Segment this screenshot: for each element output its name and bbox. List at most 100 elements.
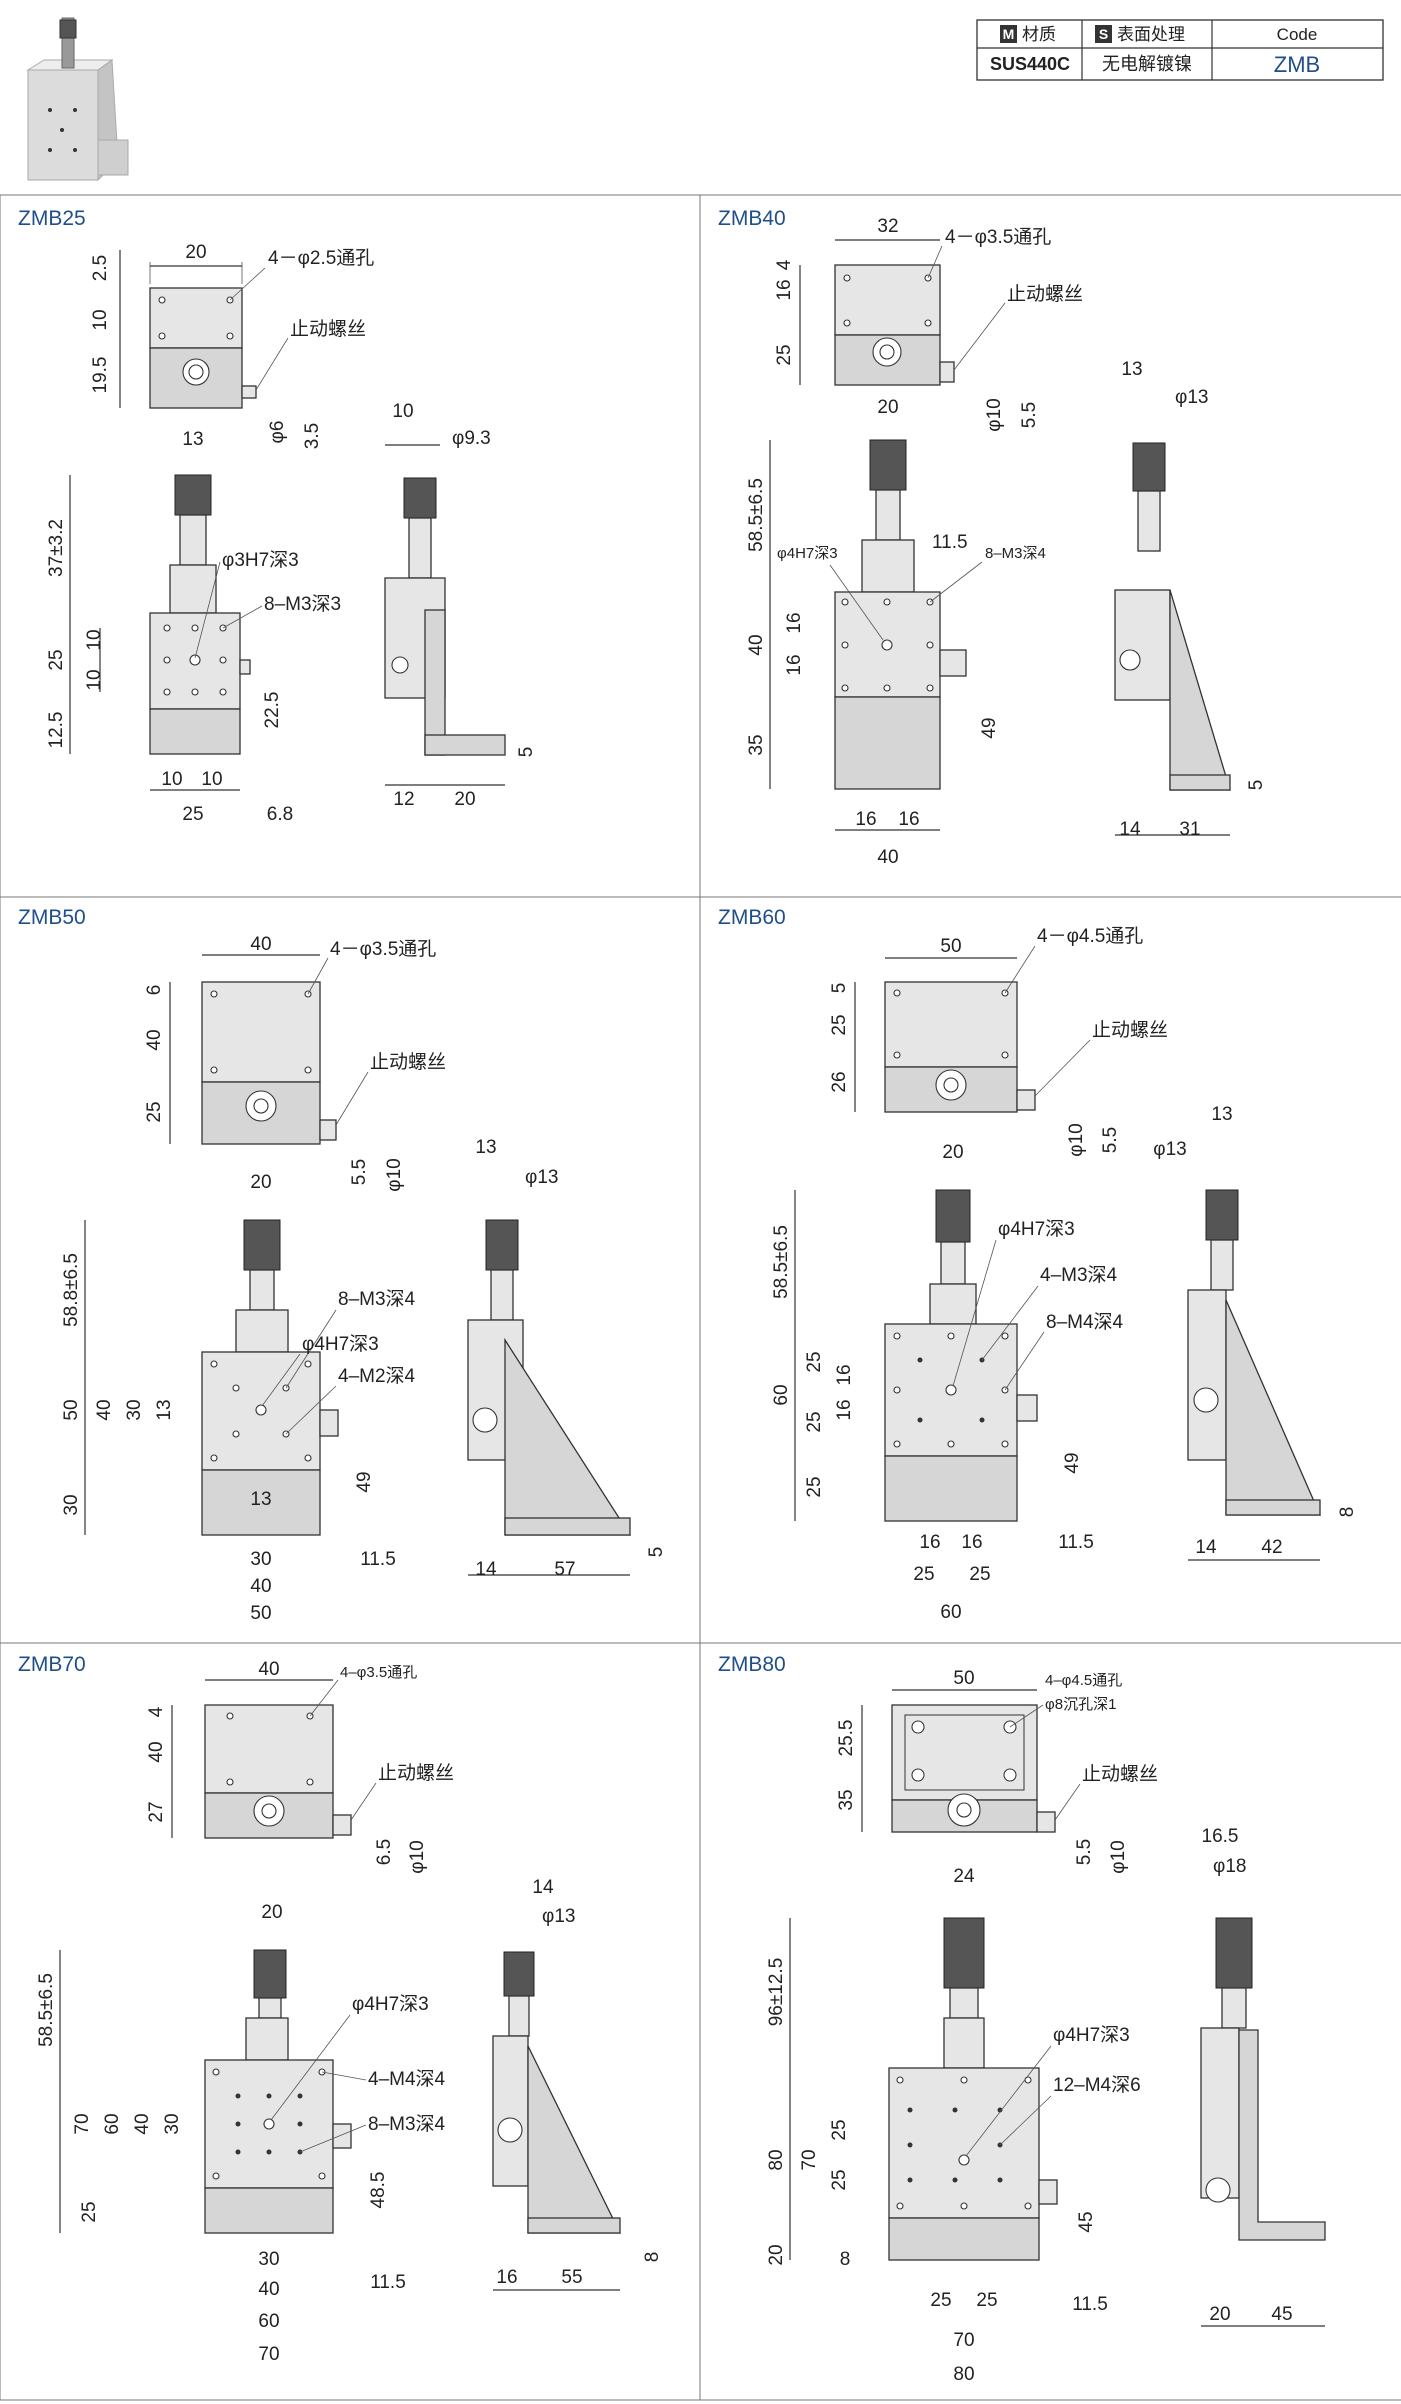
dim-text: 25 (829, 1014, 850, 1035)
hole-note: 4–φ4.5通孔 (1045, 1672, 1122, 1689)
dim-text: 8 (840, 2249, 851, 2270)
dim-text: 16 (855, 809, 876, 830)
front-view (888, 1917, 1058, 2261)
dim-text: 13 (475, 1137, 496, 1158)
dim-text: 30 (250, 1549, 271, 1570)
dim-text: 58.8±6.5 (61, 1253, 82, 1327)
dim-text: 16 (898, 809, 919, 830)
model-title: ZMB80 (718, 1653, 786, 1676)
dim-text: 40 (146, 1741, 167, 1762)
dim-text: 20 (942, 1142, 963, 1163)
front-note: φ3H7深3 (222, 549, 299, 571)
dim-text: 57 (554, 1559, 575, 1580)
front-note: 4–M3深4 (1040, 1264, 1118, 1286)
dim-text: 16 (496, 2267, 517, 2288)
dim-text: 16 (784, 654, 805, 675)
dim-text: φ9.3 (452, 428, 491, 449)
cell-zmb60: ZMB60 50 4－φ4.5通孔 止动螺丝 5 25 26 φ10 5.5 (718, 906, 1358, 1623)
dim-text: 11.5 (360, 1549, 396, 1570)
dim-text: 5.5 (349, 1159, 370, 1185)
front-note: φ4H7深3 (777, 545, 838, 562)
dim-text: 5 (516, 747, 537, 758)
dim-text: 40 (258, 2279, 279, 2300)
dim-text: 49 (979, 717, 1000, 738)
dim-text: 45 (1076, 2211, 1097, 2232)
dim-text: 5.5 (1019, 402, 1040, 428)
front-note: φ4H7深3 (998, 1218, 1075, 1240)
dim-text: 14 (475, 1559, 497, 1580)
dim-text: 16 (784, 612, 805, 633)
top-view (891, 1689, 1056, 1833)
dim-text: 30 (258, 2249, 279, 2270)
side-view (1200, 1917, 1326, 2241)
dim-text: 4 (146, 1706, 167, 1717)
stop-screw-label: 止动螺丝 (1007, 283, 1083, 305)
dim-text: 27 (146, 1801, 167, 1822)
dim-text: 6.8 (267, 804, 293, 825)
cell-zmb25: ZMB25 20 4－φ2.5通孔 止动螺丝 2.5 10 19.5 φ6 3.… (18, 207, 537, 825)
dim-text: 40 (144, 1029, 165, 1050)
dim-text: φ13 (542, 1906, 575, 1927)
dim-text: 8 (642, 2252, 663, 2263)
dim-text: 8 (1337, 1507, 1358, 1518)
dim-text: 96±12.5 (766, 1958, 787, 2027)
material-header: 材质 (1022, 25, 1056, 44)
front-view (149, 474, 251, 755)
side-view (492, 1951, 622, 2234)
dim-text: φ13 (1153, 1139, 1186, 1160)
model-title: ZMB40 (718, 207, 786, 230)
side-view (384, 477, 506, 756)
front-view (884, 1189, 1038, 1522)
dim-text: 16 (919, 1532, 940, 1553)
cell-zmb50: ZMB50 40 4－φ3.5通孔 止动螺丝 6 40 25 5.5 φ10 (18, 906, 667, 1624)
dim-text: 10 (161, 769, 182, 790)
dim-text: 55 (561, 2267, 582, 2288)
dim-text: 40 (877, 847, 898, 868)
side-view (1114, 442, 1231, 791)
dim-text: φ13 (525, 1167, 558, 1188)
dim-text: 10 (84, 629, 105, 650)
dim-text: 11.5 (370, 2272, 406, 2293)
dim-text: 5.5 (1100, 1127, 1121, 1153)
dim-text: 20 (454, 789, 475, 810)
dim-text: 60 (940, 1602, 961, 1623)
dim-text: φ10 (384, 1158, 405, 1191)
dim-text: 58.5±6.5 (36, 1973, 57, 2047)
dim-text: 60 (102, 2113, 123, 2134)
dim-text: 50 (250, 1603, 271, 1624)
top-view (201, 954, 337, 1145)
stop-screw-label: 止动螺丝 (1092, 1019, 1168, 1041)
top-view (204, 1679, 352, 1839)
spec-table: M 材质 S 表面处理 Code SUS440C 无电解镀镍 ZMB (976, 19, 1384, 81)
side-view (1187, 1189, 1321, 1516)
dim-text: 48.5 (368, 2172, 389, 2209)
dim-text: 37±3.2 (46, 519, 67, 577)
dim-text: 32 (877, 216, 898, 237)
dim-text: 80 (766, 2149, 787, 2170)
dim-text: 40 (94, 1399, 115, 1420)
front-note: 8–M3深4 (338, 1288, 416, 1310)
dim-text: 6 (144, 985, 165, 996)
surface-badge (1095, 25, 1112, 43)
dim-text: 13 (1121, 359, 1142, 380)
dim-text: 20 (185, 242, 206, 263)
dim-text: 13 (250, 1489, 271, 1510)
dim-text: 60 (258, 2311, 279, 2332)
model-title: ZMB60 (718, 906, 786, 929)
hole-note: 4－φ3.5通孔 (945, 226, 1051, 248)
dim-text: φ10 (984, 398, 1005, 431)
front-note: 8–M3深3 (264, 593, 341, 615)
dim-text: 16 (774, 279, 795, 300)
stop-screw-label: 止动螺丝 (290, 318, 366, 340)
dim-text: 50 (940, 936, 961, 957)
dim-text: 16.5 (1202, 1826, 1239, 1847)
dim-text: 25 (79, 2201, 100, 2222)
dim-text: 35 (746, 734, 767, 755)
front-note: 8–M3深4 (985, 545, 1046, 562)
dim-text: 40 (250, 1576, 271, 1597)
dim-text: 25 (969, 1564, 990, 1585)
dim-text: 50 (61, 1399, 82, 1420)
dim-text: 25 (976, 2290, 997, 2311)
dim-text: 70 (72, 2113, 93, 2134)
material-badge (1000, 25, 1017, 43)
